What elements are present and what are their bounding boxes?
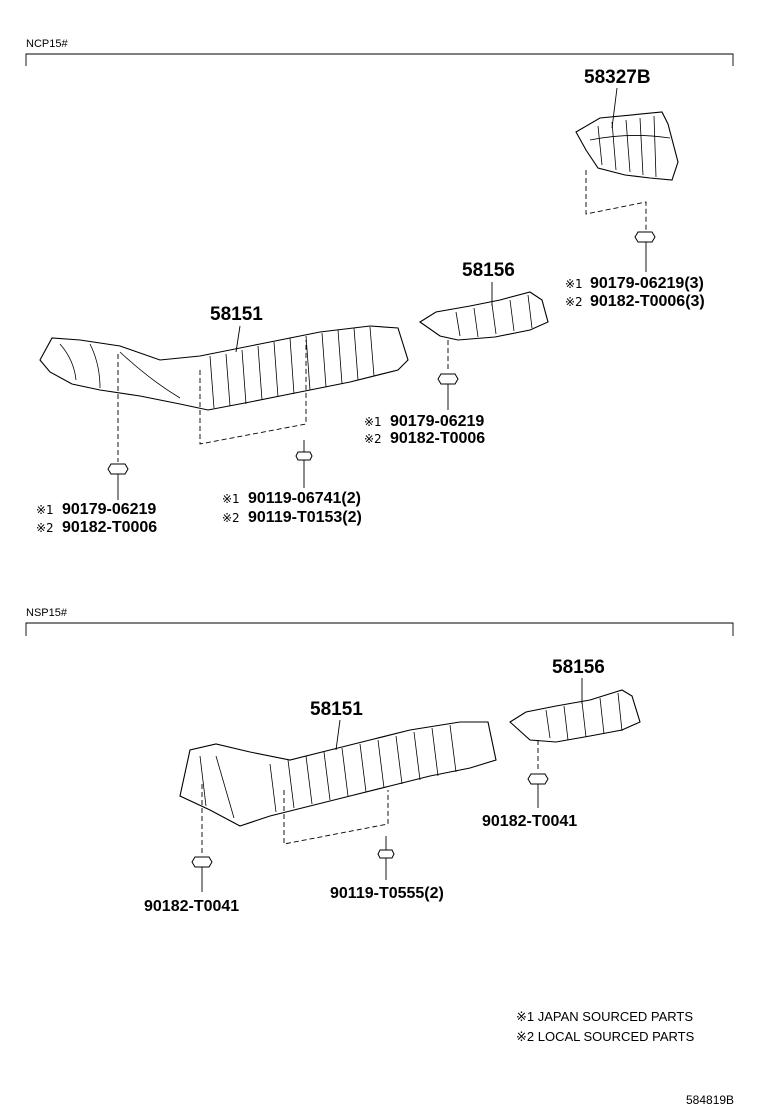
- nut-icon: [191, 856, 213, 868]
- heat-shield-58156-nsp[interactable]: [509, 689, 641, 743]
- heat-shield-58151[interactable]: [39, 325, 409, 411]
- section-label-ncp15: NCP15#: [26, 38, 68, 50]
- part-number-58151-nsp: 58151: [310, 699, 363, 720]
- illustration-code: 584819B: [686, 1093, 734, 1107]
- fastener-bolt-nsp: 90119-T0555(2): [330, 885, 444, 902]
- section-bracket-nsp15: [25, 622, 734, 636]
- svg-text:※2: ※2: [364, 432, 382, 446]
- fastener-center-nut-nsp: 90182-T0041: [482, 813, 577, 830]
- nut-icon: [437, 373, 459, 385]
- heat-shield-58156[interactable]: [419, 291, 549, 341]
- fastener-bolt-2: 90119-T0153(2): [248, 509, 362, 526]
- fastener-center-nut-1: 90179-06219: [390, 413, 484, 430]
- part-number-58156-nsp: 58156: [552, 657, 605, 678]
- nut-icon: [107, 463, 129, 475]
- dash-58327b: [585, 170, 647, 232]
- part-number-58151: 58151: [210, 304, 263, 325]
- svg-text:※1: ※1: [222, 492, 240, 506]
- fastener-front-nut-1: 90179-06219: [62, 501, 156, 518]
- legend-local-sourced: ※2 LOCAL SOURCED PARTS: [516, 1029, 695, 1044]
- nut-icon: [634, 231, 656, 243]
- svg-text:※1: ※1: [36, 503, 54, 517]
- part-number-58327b: 58327B: [584, 67, 651, 88]
- section-label-nsp15: NSP15#: [26, 607, 68, 619]
- part-number-58156: 58156: [462, 260, 515, 281]
- fastener-front-nut-nsp: 90182-T0041: [144, 898, 239, 915]
- fastener-rear-nut-1: 90179-06219(3): [590, 275, 704, 292]
- heat-shield-58327b[interactable]: [575, 111, 679, 181]
- nut-icon: [527, 773, 549, 785]
- heat-shield-58151-nsp[interactable]: [179, 721, 497, 827]
- fastener-rear-nut-2: 90182-T0006(3): [590, 293, 705, 310]
- svg-text:※2: ※2: [222, 511, 240, 525]
- section-bracket-ncp15: [25, 53, 734, 66]
- fastener-center-nut-2: 90182-T0006: [390, 430, 485, 447]
- legend-japan-sourced: ※1 JAPAN SOURCED PARTS: [516, 1009, 693, 1024]
- svg-text:※1: ※1: [565, 277, 583, 291]
- leader-58327b: [611, 87, 618, 129]
- svg-text:※2: ※2: [565, 295, 583, 309]
- svg-text:※2: ※2: [36, 521, 54, 535]
- fastener-bolt-1: 90119-06741(2): [248, 490, 361, 507]
- fastener-front-nut-2: 90182-T0006: [62, 519, 157, 536]
- bolt-icon: [377, 836, 395, 859]
- svg-text:※1: ※1: [364, 415, 382, 429]
- bolt-icon: [295, 440, 313, 461]
